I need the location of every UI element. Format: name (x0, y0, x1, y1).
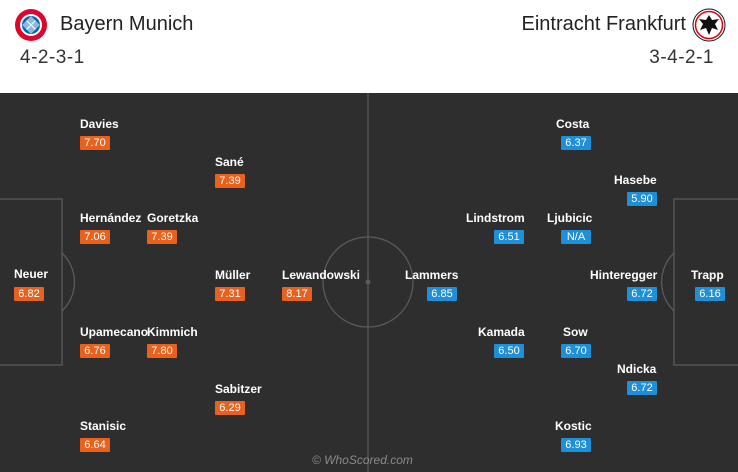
player-name: Costa (556, 117, 590, 131)
player-name: Ljubicic (547, 211, 593, 225)
player-rating: 6.85 (427, 287, 457, 301)
player-rating: 7.80 (147, 344, 177, 358)
pitch: Neuer 6.82 Davies 7.70 Hernández 7.06 Up… (0, 93, 738, 472)
whoscored-watermark: © WhoScored.com (312, 453, 413, 467)
away-penalty-arc (660, 252, 675, 312)
center-spot (365, 279, 371, 285)
player-name: Sabitzer (215, 382, 262, 396)
player-rating: 6.51 (494, 230, 524, 244)
player-name: Kamada (478, 325, 525, 339)
away-team-name[interactable]: Eintracht Frankfurt (521, 13, 686, 35)
player-name: Hinteregger (590, 268, 658, 282)
player-rating: 7.39 (147, 230, 177, 244)
player-rating: 6.29 (215, 401, 245, 415)
player-rating: 6.37 (561, 136, 591, 150)
player-name: Müller (215, 268, 251, 282)
home-formation: 4-2-3-1 (20, 47, 85, 68)
player-name: Hasebe (614, 173, 657, 187)
player-name: Goretzka (147, 211, 199, 225)
player-name: Neuer (14, 267, 49, 281)
player-rating: 6.82 (14, 287, 44, 301)
player-rating: 6.72 (627, 381, 657, 395)
away-formation: 3-4-2-1 (649, 47, 714, 68)
player-rating: 7.31 (215, 287, 245, 301)
player-name: Lammers (405, 268, 459, 282)
eintracht-frankfurt-eagle-crest-icon (692, 8, 726, 42)
player-name: Kostic (555, 419, 592, 433)
player-name: Trapp (691, 268, 724, 282)
player-rating: 6.72 (627, 287, 657, 301)
away-penalty-box (673, 198, 738, 366)
home-penalty-box (0, 198, 63, 366)
player-name: Hernández (80, 211, 142, 225)
player-name: Sow (563, 325, 588, 339)
player-name: Davies (80, 117, 119, 131)
match-header: Bayern Munich 4-2-3-1 Eintracht Frankfur… (0, 0, 738, 92)
player-name: Lewandowski (282, 268, 361, 282)
player-name: Kimmich (147, 325, 198, 339)
center-circle (322, 236, 414, 328)
player-rating: 8.17 (282, 287, 312, 301)
player-rating: 6.70 (561, 344, 591, 358)
player-rating: 7.06 (80, 230, 110, 244)
player-name: Ndicka (617, 362, 657, 376)
player-rating: 6.76 (80, 344, 110, 358)
player-rating: 6.64 (80, 438, 110, 452)
player-name: Upamecano (80, 325, 149, 339)
player-name: Stanisic (80, 419, 127, 433)
player-rating: 6.16 (695, 287, 725, 301)
player-rating: 6.93 (561, 438, 591, 452)
player-name: Sané (215, 155, 244, 169)
player-rating: 5.90 (627, 192, 657, 206)
player-rating: 7.70 (80, 136, 110, 150)
player-rating: N/A (561, 230, 591, 244)
home-team-name[interactable]: Bayern Munich (60, 13, 194, 35)
player-name: Lindstrom (466, 211, 525, 225)
player-rating: 7.39 (215, 174, 245, 188)
pitch-markings (0, 93, 738, 472)
player-rating: 6.50 (494, 344, 524, 358)
bayern-munich-crest-icon (15, 9, 47, 41)
home-penalty-arc (61, 252, 76, 312)
